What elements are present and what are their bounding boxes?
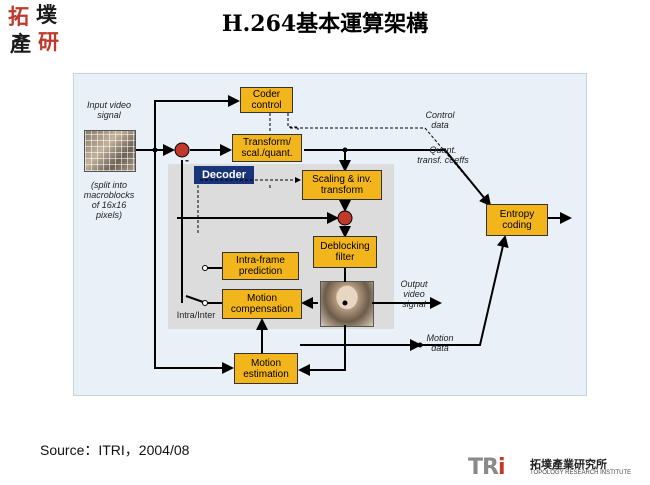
entropy-coding-block: Entropy coding: [486, 204, 548, 236]
tri-mark: TRi: [468, 455, 505, 481]
source-citation: Source：ITRI，2004/08: [40, 440, 189, 460]
scaling-block: Scaling & inv. transform: [302, 170, 382, 200]
tri-mark-suffix: i: [498, 455, 505, 480]
wire-to-motion-estimation: [155, 150, 232, 368]
quant-coeffs-label: Quant. transf. coeffs: [408, 145, 478, 165]
junction-dot: [153, 148, 158, 153]
input-video-label: Input video signal: [78, 100, 140, 120]
tri-mark-prefix: TR: [468, 455, 498, 480]
control-data-label: Control data: [415, 110, 465, 130]
motion-estimation-block: Motion estimation: [234, 353, 298, 384]
motion-data-label: Motion data: [418, 333, 462, 353]
output-video-label: Output video signal: [392, 279, 436, 309]
motion-compensation-block: Motion compensation: [222, 289, 302, 319]
wire-to-motion-est-ref: [300, 325, 345, 370]
junction-dot: [343, 148, 348, 153]
macroblock-split-label: (split into macroblocks of 16x16 pixels): [76, 180, 142, 220]
coder-control-block: Coder control: [240, 87, 293, 113]
wire-to-coder-control: [155, 101, 238, 150]
switch-contact-intra: [203, 266, 208, 271]
junction-dot: [343, 301, 348, 306]
switch-contact-inter: [203, 301, 208, 306]
deblocking-block: Deblocking filter: [313, 236, 377, 268]
intra-prediction-block: Intra-frame prediction: [222, 252, 299, 280]
minus-sign: -: [182, 155, 192, 165]
intra-inter-label: Intra/Inter: [170, 310, 222, 320]
transform-block: Transform/ scal./quant.: [232, 134, 302, 162]
adder-node: [338, 211, 352, 225]
institute-name-en: TOPOLOGY RESEARCH INSTITUTE: [530, 470, 631, 476]
topology-research-logo: TRi 拓墣產業研究所 TOPOLOGY RESEARCH INSTITUTE: [468, 455, 638, 481]
wire-control-to-transform: [288, 113, 298, 130]
